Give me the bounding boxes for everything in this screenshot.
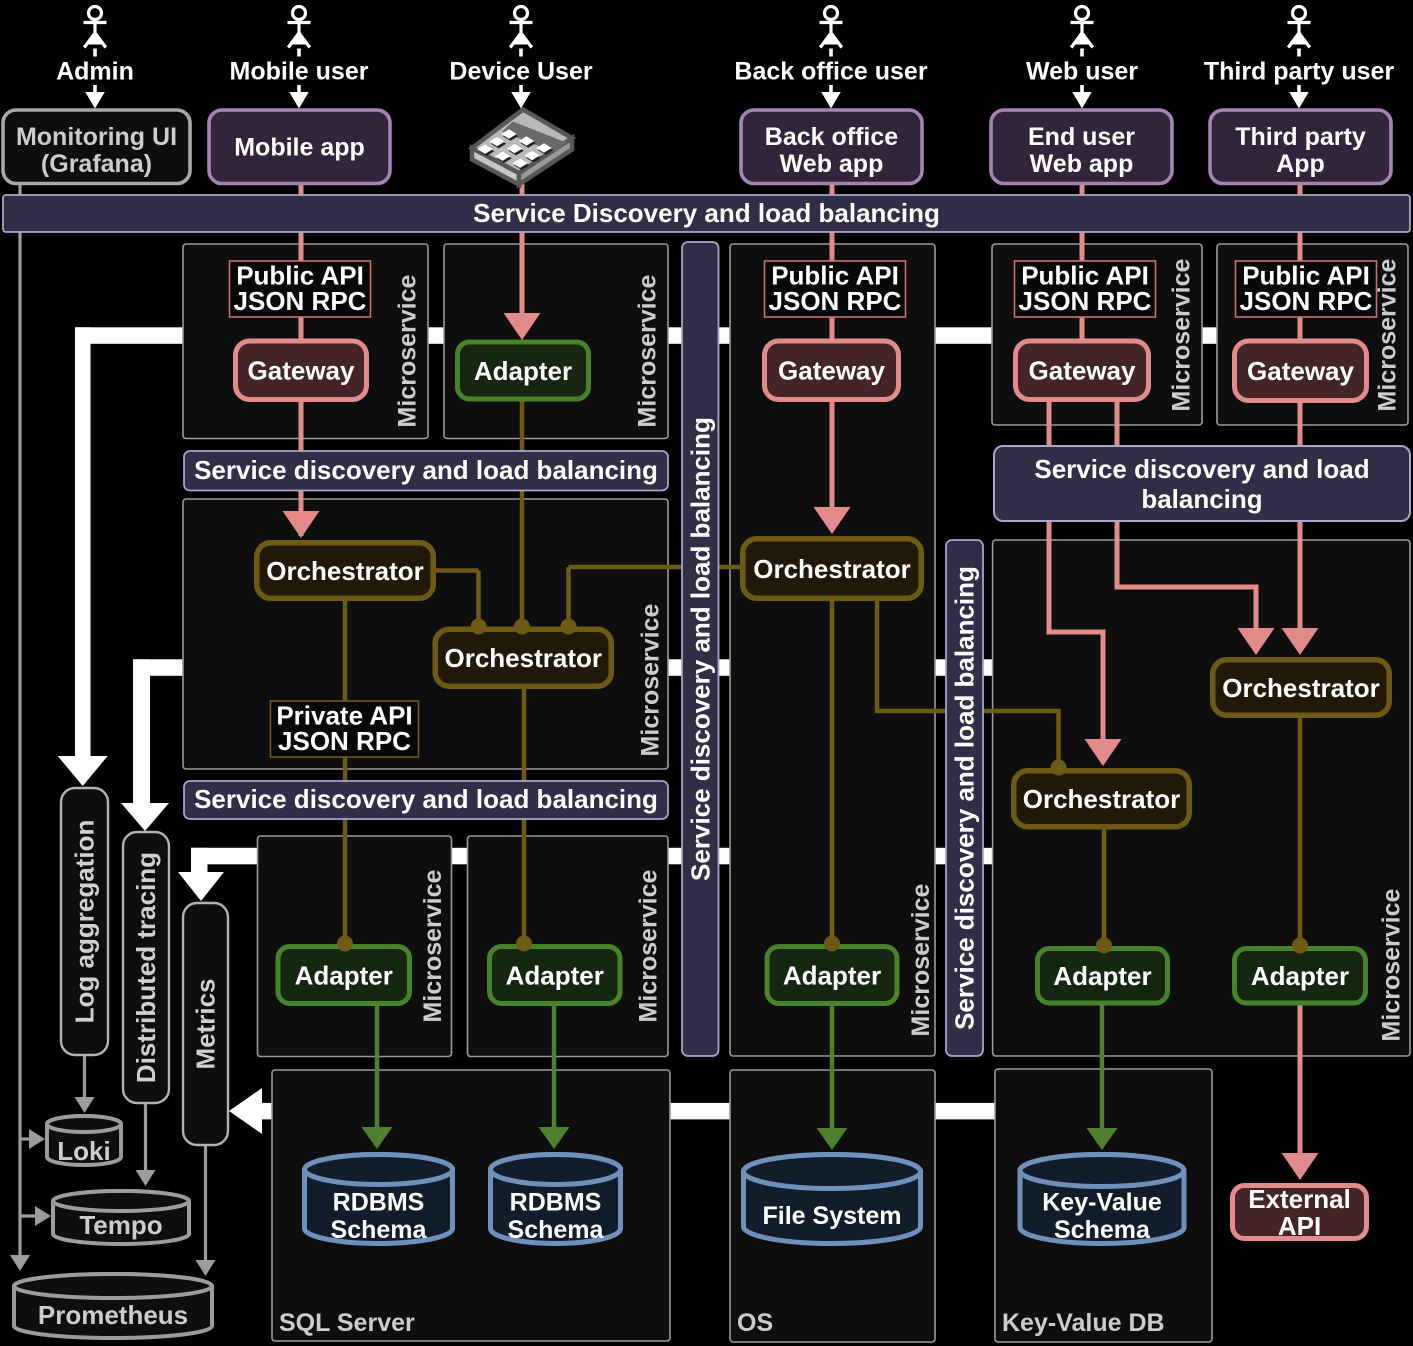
svg-text:Monitoring UI: Monitoring UI <box>16 123 177 151</box>
svg-text:Key-Value DB: Key-Value DB <box>1002 1309 1165 1337</box>
svg-text:Schema: Schema <box>1054 1216 1151 1244</box>
svg-text:File System: File System <box>763 1202 902 1230</box>
svg-text:JSON RPC: JSON RPC <box>278 726 411 756</box>
svg-text:Public API: Public API <box>771 261 899 291</box>
svg-text:Tempo: Tempo <box>79 1210 162 1240</box>
svg-text:Back office: Back office <box>765 123 898 151</box>
svg-text:Third party user: Third party user <box>1204 58 1395 86</box>
svg-text:Web app: Web app <box>780 150 884 178</box>
svg-text:Microservice: Microservice <box>634 274 662 427</box>
svg-text:Gateway: Gateway <box>1029 356 1136 386</box>
svg-text:Microservice: Microservice <box>637 603 665 756</box>
svg-text:JSON RPC: JSON RPC <box>1019 286 1152 316</box>
svg-text:Third party: Third party <box>1235 123 1366 151</box>
svg-text:Orchestrator: Orchestrator <box>445 643 603 673</box>
svg-text:Back office user: Back office user <box>734 58 927 86</box>
svg-text:Loki: Loki <box>57 1136 110 1166</box>
svg-text:Adapter: Adapter <box>474 356 572 386</box>
svg-text:API: API <box>1278 1211 1321 1241</box>
svg-text:Log aggregation: Log aggregation <box>70 820 100 1024</box>
svg-text:Private API: Private API <box>276 701 412 731</box>
svg-text:Gateway: Gateway <box>248 356 355 386</box>
svg-text:Gateway: Gateway <box>778 356 885 386</box>
svg-text:App: App <box>1276 150 1325 178</box>
svg-text:OS: OS <box>737 1309 773 1337</box>
svg-text:Metrics: Metrics <box>191 978 221 1069</box>
svg-text:Schema: Schema <box>331 1216 428 1244</box>
svg-text:JSON RPC: JSON RPC <box>769 286 902 316</box>
svg-text:JSON RPC: JSON RPC <box>1240 286 1373 316</box>
svg-text:Microservice: Microservice <box>1374 258 1402 411</box>
svg-text:RDBMS: RDBMS <box>333 1189 425 1217</box>
svg-text:Service discovery and load bal: Service discovery and load balancing <box>686 417 716 881</box>
svg-text:Microservice: Microservice <box>907 883 935 1036</box>
svg-text:Service discovery and load bal: Service discovery and load balancing <box>194 455 658 485</box>
svg-text:Service discovery and load: Service discovery and load <box>1034 454 1369 484</box>
svg-text:Microservice: Microservice <box>419 869 447 1022</box>
svg-text:Microservice: Microservice <box>1168 258 1196 411</box>
svg-text:Orchestrator: Orchestrator <box>266 556 424 586</box>
svg-text:Gateway: Gateway <box>1247 356 1354 386</box>
svg-text:Mobile app: Mobile app <box>234 134 365 162</box>
svg-text:Public API: Public API <box>1021 261 1149 291</box>
svg-text:SQL Server: SQL Server <box>279 1309 415 1337</box>
svg-text:Adapter: Adapter <box>783 960 881 990</box>
svg-text:RDBMS: RDBMS <box>510 1189 602 1217</box>
svg-text:Key-Value: Key-Value <box>1042 1189 1162 1217</box>
svg-text:Web app: Web app <box>1030 150 1134 178</box>
svg-text:External: External <box>1248 1184 1351 1214</box>
svg-text:Web user: Web user <box>1026 58 1138 86</box>
svg-text:Service discovery and load bal: Service discovery and load balancing <box>950 566 980 1030</box>
svg-text:Service discovery and load bal: Service discovery and load balancing <box>194 784 658 814</box>
svg-text:Microservice: Microservice <box>1378 888 1406 1041</box>
svg-text:Adapter: Adapter <box>295 960 393 990</box>
svg-text:(Grafana): (Grafana) <box>41 150 152 178</box>
svg-text:Prometheus: Prometheus <box>38 1300 188 1330</box>
svg-text:Mobile user: Mobile user <box>230 58 369 86</box>
svg-text:Admin: Admin <box>56 58 134 86</box>
svg-text:End user: End user <box>1028 123 1135 151</box>
svg-text:Orchestrator: Orchestrator <box>1222 673 1380 703</box>
svg-text:Adapter: Adapter <box>506 960 604 990</box>
svg-text:Orchestrator: Orchestrator <box>753 554 911 584</box>
svg-text:Public API: Public API <box>236 261 364 291</box>
svg-text:Schema: Schema <box>508 1216 605 1244</box>
svg-text:Adapter: Adapter <box>1251 961 1349 991</box>
svg-text:Microservice: Microservice <box>635 869 663 1022</box>
svg-text:Microservice: Microservice <box>394 274 422 427</box>
svg-text:Orchestrator: Orchestrator <box>1023 784 1181 814</box>
svg-text:JSON RPC: JSON RPC <box>234 286 367 316</box>
svg-text:Device User: Device User <box>449 58 592 86</box>
svg-text:Service Discovery and load bal: Service Discovery and load balancing <box>473 198 940 228</box>
svg-text:Distributed tracing: Distributed tracing <box>131 852 161 1083</box>
svg-text:Adapter: Adapter <box>1053 961 1151 991</box>
svg-text:balancing: balancing <box>1141 484 1262 514</box>
svg-text:Public API: Public API <box>1242 261 1370 291</box>
